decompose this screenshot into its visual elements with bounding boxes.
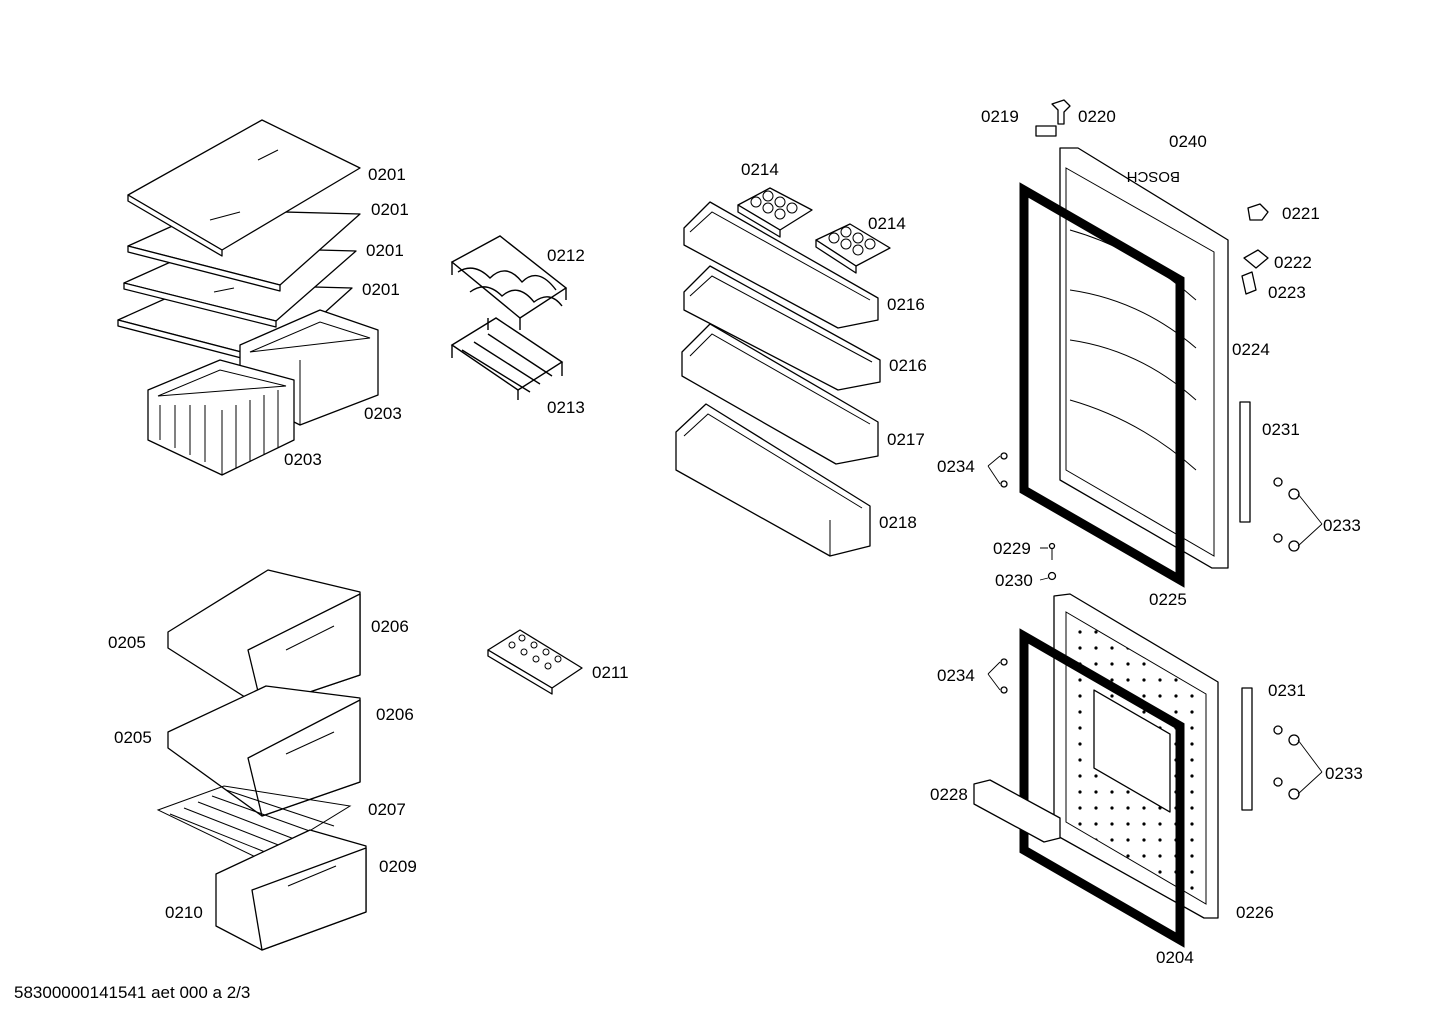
part-label: 0213	[547, 398, 585, 417]
part-label: 0204	[1156, 948, 1194, 967]
part-label: 0205	[108, 633, 146, 652]
bottle-rack-group	[450, 235, 568, 400]
freezer-door-assembly	[973, 593, 1253, 948]
ice-tray-icon	[487, 629, 583, 695]
part-label: 0201	[368, 165, 406, 184]
part-label: 0228	[930, 785, 968, 804]
part-label: 0201	[371, 200, 409, 219]
door-handle-icon	[1241, 687, 1253, 811]
egg-tray-group	[737, 187, 891, 274]
part-label: 0209	[379, 857, 417, 876]
part-label: 0230	[995, 571, 1033, 590]
part-label: 0222	[1274, 253, 1312, 272]
part-label: 0203	[284, 450, 322, 469]
part-label: 0205	[114, 728, 152, 747]
part-label: 0211	[592, 663, 629, 682]
part-label: 0220	[1078, 107, 1116, 126]
part-label: 0219	[981, 107, 1019, 126]
part-label: 0234	[937, 666, 975, 685]
part-label: 0225	[1149, 590, 1187, 609]
part-label: 0210	[165, 903, 203, 922]
part-label: 0224	[1232, 340, 1270, 359]
part-label: 0231	[1268, 681, 1306, 700]
door-shelf-group	[675, 201, 881, 557]
part-label: 0216	[887, 295, 925, 314]
part-label: 0226	[1236, 903, 1274, 922]
spacer-icon	[1241, 271, 1257, 295]
part-label: 0233	[1325, 764, 1363, 783]
part-label: 0206	[376, 705, 414, 724]
glass-shelf-group	[117, 119, 361, 367]
fastener-group	[1000, 452, 1300, 800]
drawer-group	[156, 569, 367, 951]
part-label: 0216	[889, 356, 927, 375]
part-label: 0217	[887, 430, 925, 449]
part-label: 0233	[1323, 516, 1361, 535]
crisper-basket-group	[147, 309, 379, 476]
part-label: 0201	[366, 241, 404, 260]
hinge-bracket-icon	[1243, 249, 1269, 269]
part-label: 0214	[741, 160, 779, 179]
part-label: 0240	[1169, 132, 1207, 151]
part-label: 0223	[1268, 283, 1306, 302]
fridge-door-assembly: BOSCH	[1019, 99, 1269, 588]
hinge-cover-icon	[1035, 125, 1057, 137]
part-label: 0221	[1282, 204, 1320, 223]
part-label: 0234	[937, 457, 975, 476]
part-label: 0212	[547, 246, 585, 265]
hinge-pin-icon	[1051, 99, 1071, 125]
leader-lines	[987, 455, 1323, 795]
part-label: 0206	[371, 617, 409, 636]
door-branding-text: BOSCH	[1127, 168, 1180, 185]
part-label: 0201	[362, 280, 400, 299]
hinge-part-icon	[1247, 203, 1269, 221]
part-label: 0203	[364, 404, 402, 423]
door-handle-icon	[1239, 401, 1251, 523]
part-label: 0214	[868, 214, 906, 233]
part-label: 0231	[1262, 420, 1300, 439]
document-reference: 58300000141541 aet 000 a 2/3	[14, 983, 251, 1002]
part-label: 0218	[879, 513, 917, 532]
part-label: 0229	[993, 539, 1031, 558]
trim-strip-icon	[973, 779, 1061, 843]
part-label: 0207	[368, 800, 406, 819]
